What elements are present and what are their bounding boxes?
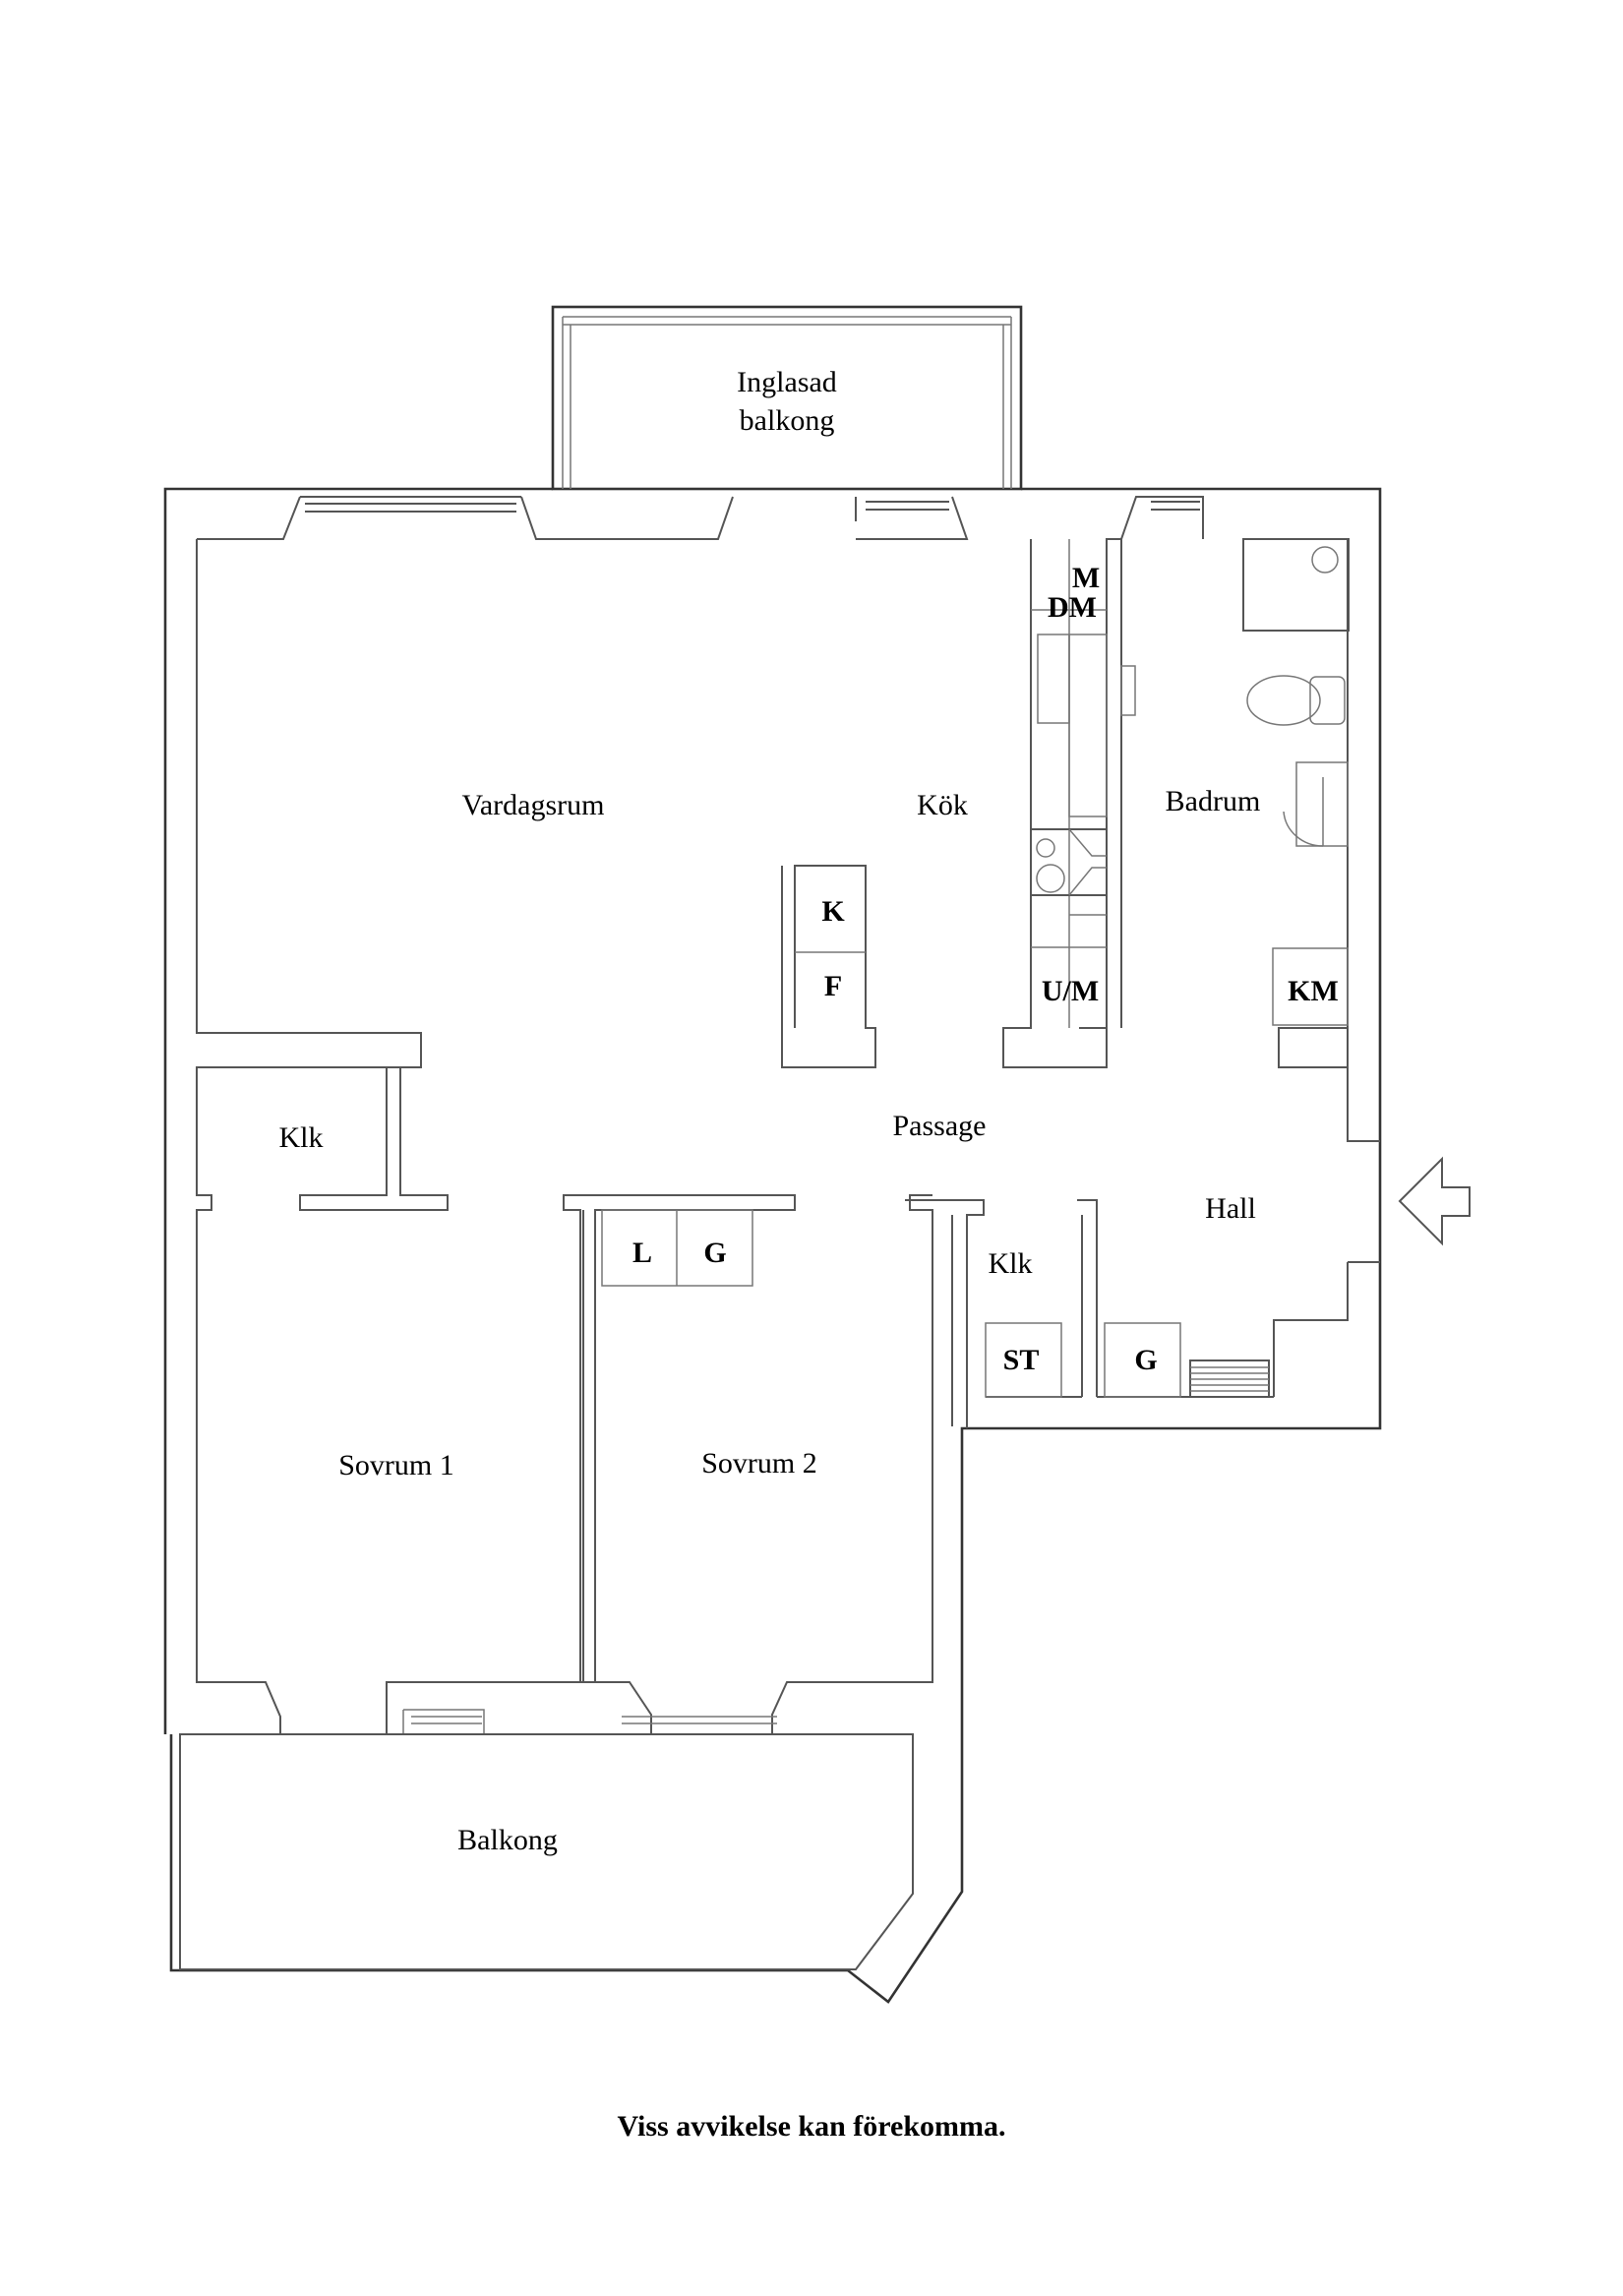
disclaimer-note: Viss avvikelse kan förekomma. xyxy=(617,2110,1006,2143)
fixture-label-l: L xyxy=(632,1237,652,1269)
room-label-glazed-balcony-1: Inglasad xyxy=(737,366,837,398)
room-label-sovrum1: Sovrum 1 xyxy=(338,1449,454,1481)
fixture-label-km: KM xyxy=(1288,975,1339,1007)
inner-wall xyxy=(196,539,422,1734)
room-label-balkong: Balkong xyxy=(457,1824,558,1856)
fixture-label-f: F xyxy=(824,970,842,1002)
fixture-label-st: ST xyxy=(1003,1344,1040,1376)
room-label-badrum: Badrum xyxy=(1166,785,1261,817)
fixture-label-dm: DM xyxy=(1048,591,1097,624)
entrance-arrow-icon xyxy=(1398,1156,1471,1246)
kitchen-island xyxy=(781,865,876,1068)
bedroom2-wardrobe xyxy=(601,1209,753,1287)
room-label-glazed-balcony-2: balkong xyxy=(740,404,835,437)
fixture-label-um: U/M xyxy=(1042,975,1099,1007)
room-label-sovrum2: Sovrum 2 xyxy=(701,1447,817,1480)
fixture-label-m: M xyxy=(1072,562,1100,594)
room-label-hall: Hall xyxy=(1205,1192,1256,1225)
room-label-vardagsrum: Vardagsrum xyxy=(462,789,605,821)
room-label-kok: Kök xyxy=(917,789,968,821)
room-label-klk-right: Klk xyxy=(989,1247,1033,1280)
room-label-klk-left: Klk xyxy=(279,1121,324,1154)
fixture-label-g-hall: G xyxy=(1134,1344,1157,1376)
room-label-passage: Passage xyxy=(893,1110,987,1142)
fixture-label-g-sovrum: G xyxy=(703,1237,726,1269)
hall-storage xyxy=(985,1322,1270,1398)
glazed-balcony xyxy=(551,305,1023,491)
kitchen-units xyxy=(1030,539,1108,1028)
fixture-label-k: K xyxy=(821,895,845,928)
bathroom xyxy=(1120,538,1380,1142)
outer-wall xyxy=(163,487,1382,2004)
